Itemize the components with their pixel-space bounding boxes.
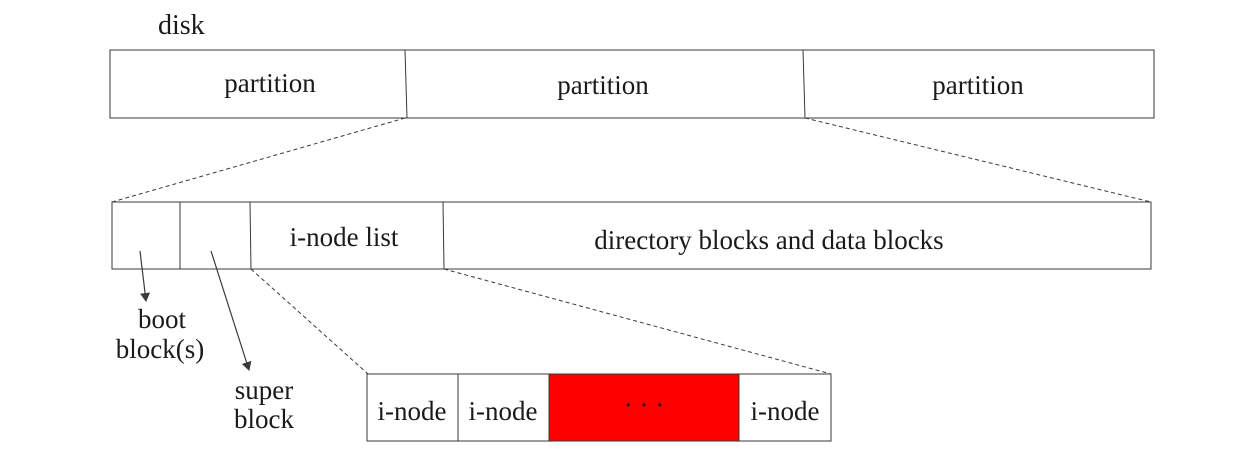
zoom-line-partition-left [111, 117, 406, 203]
partition-detail-box [111, 201, 1152, 270]
inode-cell-1: i-node [378, 396, 447, 426]
boot-block-label-line1: boot [138, 304, 187, 334]
partition-divider-2 [802, 49, 806, 119]
data-blocks-label: directory blocks and data blocks [594, 225, 943, 255]
partition-label-2: partition [557, 70, 649, 100]
inode-cell-2: i-node [469, 396, 538, 426]
inode-list-detail-row: i-node i-node · · · i-node [366, 373, 832, 442]
inode-list-label: i-node list [290, 222, 399, 252]
inode-list-divider [442, 201, 445, 270]
super-block-divider [249, 201, 252, 270]
zoom-line-partition-right [804, 117, 1152, 203]
partition-detail-row: i-node list directory blocks and data bl… [111, 201, 1152, 270]
disk-row: partition partition partition [109, 49, 1155, 119]
inode-ellipsis-cell [548, 373, 740, 442]
super-block-arrow [210, 250, 252, 371]
partition-label-1: partition [224, 68, 316, 98]
boot-block-arrow [139, 250, 151, 302]
zoom-line-inode-right [443, 268, 832, 375]
zoom-line-inode-left [250, 268, 369, 375]
disk-box [109, 49, 1155, 119]
inode-cell-ellipsis: · · · [624, 390, 664, 420]
super-block-label-line2: block [234, 404, 294, 434]
super-block-label-line1: super [235, 375, 293, 405]
boot-block-label-line2: block(s) [116, 334, 204, 364]
disk-label: disk [158, 10, 205, 41]
partition-label-3: partition [932, 70, 1024, 100]
partition-divider-1 [404, 49, 408, 119]
inode-cell-last: i-node [751, 396, 820, 426]
